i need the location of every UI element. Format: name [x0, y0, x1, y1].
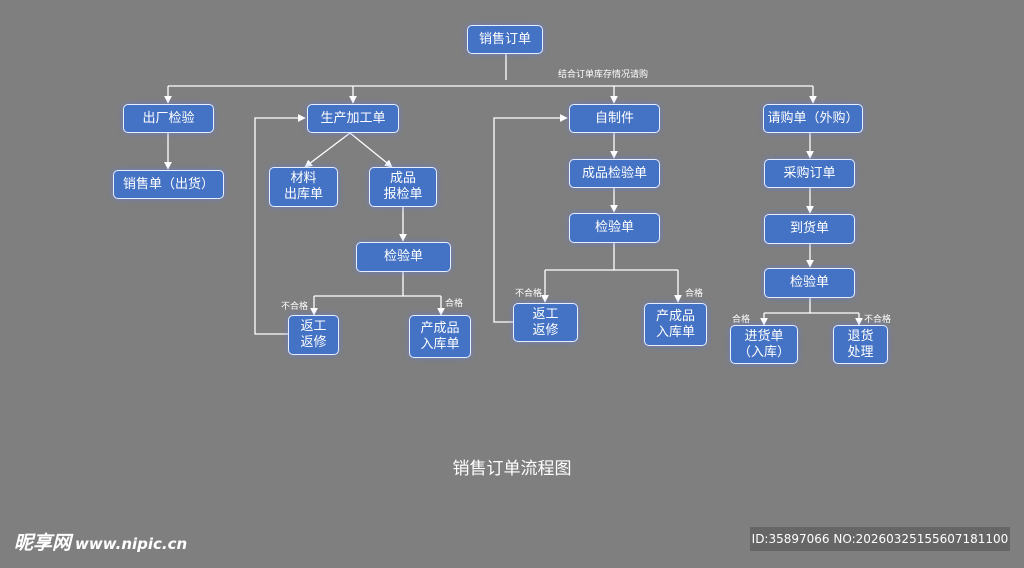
- watermark-logo-text: 昵享网: [14, 532, 72, 554]
- node-arrival-note: 到货单: [764, 214, 855, 244]
- node-purchase-stock-in: 进货单 （入库）: [730, 325, 798, 364]
- edge-production-to-material: [304, 132, 351, 168]
- node-return-goods: 退货 处理: [833, 325, 888, 364]
- edge-label-qualified-2: 合格: [685, 289, 704, 299]
- node-self-made: 自制件: [569, 104, 660, 133]
- node-product-inspection: 成品检验单: [569, 159, 660, 188]
- node-production-order: 生产加工单: [307, 104, 399, 133]
- watermark-site: www.nipic.cn: [75, 535, 188, 553]
- node-product-stock-in-2: 产成品 入库单: [644, 303, 707, 346]
- node-purchase-request: 请购单（外购）: [763, 104, 863, 133]
- edge-label-qualified-3: 合格: [732, 315, 751, 325]
- edge-label-unqualified-2: 不合格: [515, 289, 543, 299]
- node-sales-doc-shipment: 销售单（出货）: [113, 170, 224, 199]
- node-rework-1: 返工 返修: [288, 315, 339, 355]
- node-rework-2: 返工 返修: [513, 303, 578, 342]
- node-sales-order: 销售订单: [467, 25, 543, 54]
- edge-rework-loop-1: [254, 114, 306, 335]
- edge-label-stock-check: 结合订单库存情况请购: [558, 70, 649, 80]
- node-factory-inspection: 出厂检验: [123, 104, 214, 133]
- node-product-stock-in-1: 产成品 入库单: [409, 315, 471, 358]
- diagram-caption: 销售订单流程图: [452, 459, 572, 479]
- node-inspection-1: 检验单: [356, 242, 451, 272]
- node-material-issue: 材料 出库单: [269, 167, 338, 207]
- node-inspection-2: 检验单: [569, 213, 660, 243]
- edge-production-to-report: [349, 132, 393, 168]
- watermark-id: ID:35897066 NO:20260325155607181100: [750, 527, 1010, 551]
- edge-label-qualified-1: 合格: [445, 299, 464, 309]
- edge-rework-loop-2: [493, 114, 568, 323]
- edge-label-unqualified-1: 不合格: [281, 302, 309, 312]
- node-purchase-order: 采购订单: [764, 159, 855, 188]
- node-inspection-3: 检验单: [764, 268, 855, 298]
- edge-label-unqualified-3: 不合格: [864, 315, 892, 325]
- node-product-report: 成品 报检单: [369, 167, 437, 207]
